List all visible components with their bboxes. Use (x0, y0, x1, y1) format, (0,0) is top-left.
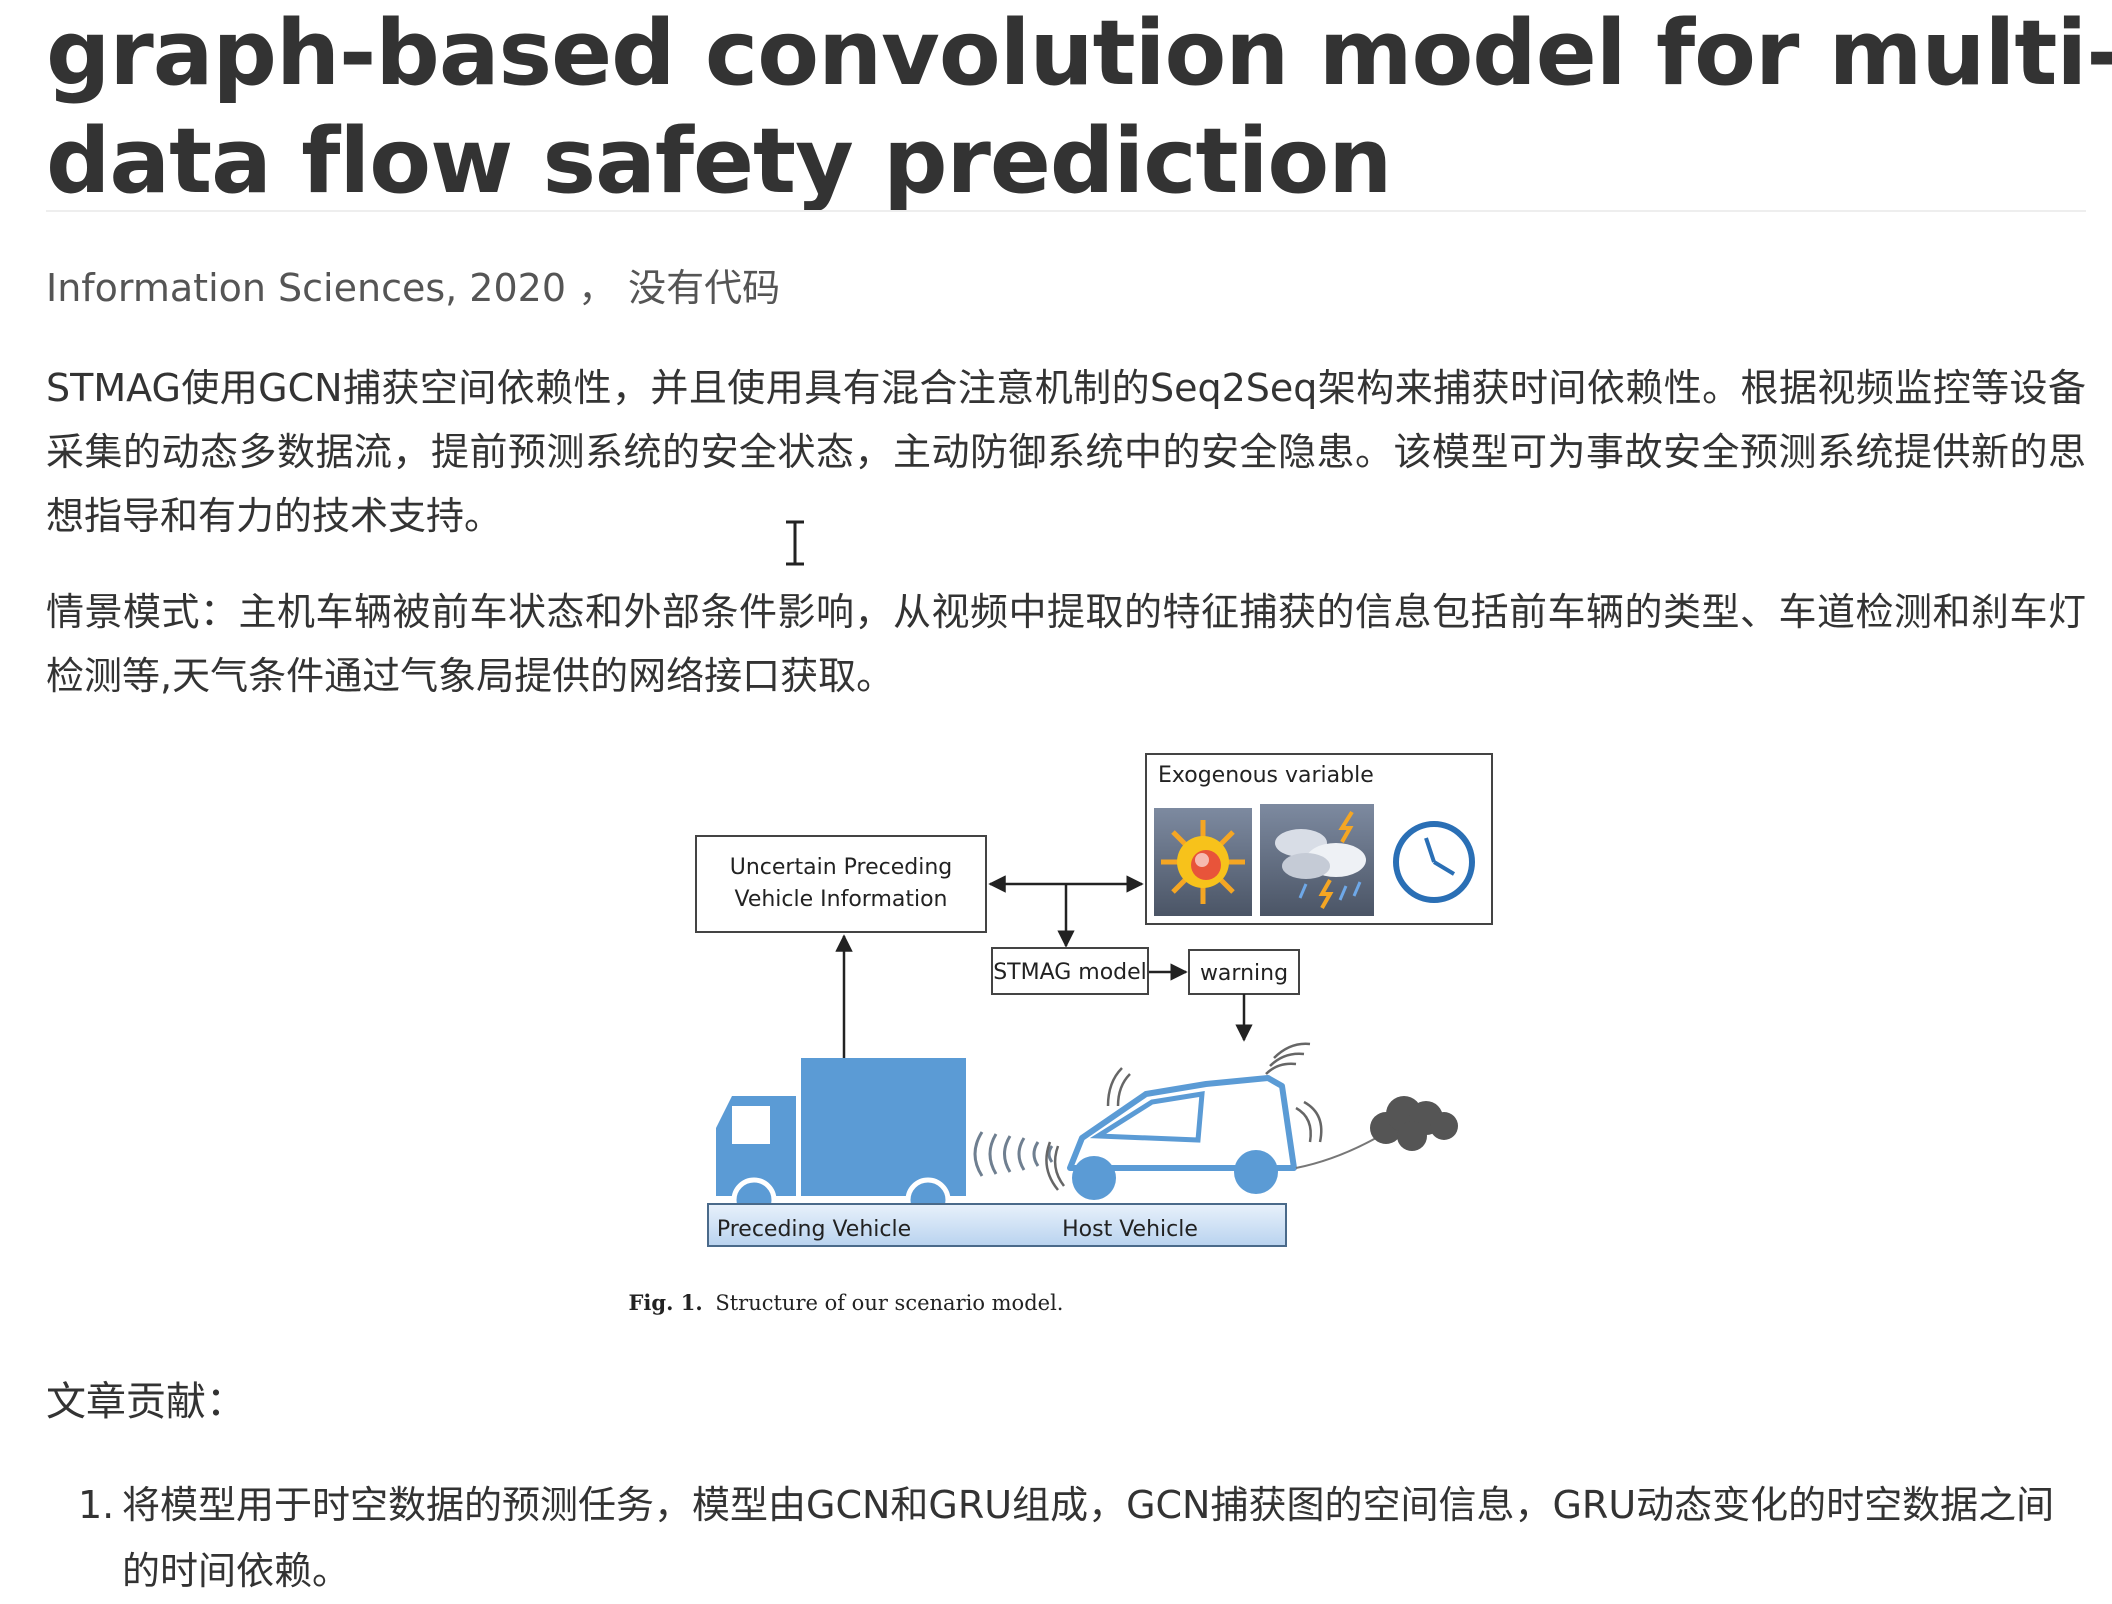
sunny-weather-icon (1154, 808, 1252, 916)
uncertain-info-line1: Uncertain Preceding (730, 855, 952, 880)
title-line-2: data flow safety prediction (46, 109, 1392, 214)
storm-weather-icon (1260, 804, 1374, 916)
preceding-vehicle-label: Preceding Vehicle (717, 1217, 911, 1242)
uncertain-info-line2: Vehicle Information (734, 887, 947, 912)
uncertain-info-box (695, 835, 987, 933)
scenario-figure: Uncertain Preceding Vehicle Information … (646, 748, 1546, 1328)
exogenous-label: Exogenous variable (1158, 763, 1374, 788)
radar-waves-icon (973, 1131, 1054, 1177)
clock-icon (1393, 821, 1475, 903)
scenario-diagram: Uncertain Preceding Vehicle Information … (695, 753, 1493, 1247)
host-vehicle-label: Host Vehicle (1062, 1217, 1198, 1242)
caption-text: Structure of our scenario model. (715, 1291, 1064, 1315)
warning-label: warning (1200, 961, 1288, 986)
title-divider (46, 210, 2086, 212)
exhaust-smoke-icon (1370, 1096, 1458, 1151)
road-bar (707, 1203, 1287, 1247)
article-title: graph-based convolution model for multi-… (46, 0, 2112, 216)
stmag-model-box (991, 947, 1149, 995)
preceding-truck-icon (716, 1058, 966, 1223)
host-car-icon (1045, 1042, 1377, 1200)
scenario-paragraph: 情景模式：主机车辆被前车状态和外部条件影响，从视频中提取的特征捕获的信息包括前车… (46, 590, 2086, 698)
list-item-text: 将模型用于时空数据的预测任务，模型由GCN和GRU组成，GCN捕获图的空间信息，… (122, 1483, 2055, 1593)
title-line-1: graph-based convolution model for multi- (46, 1, 2112, 106)
contributions-list: 1. 将模型用于时空数据的预测任务，模型由GCN和GRU组成，GCN捕获图的空间… (78, 1472, 2078, 1604)
caption-label: Fig. 1. (628, 1290, 703, 1315)
figure-caption: Fig. 1. Structure of our scenario model. (346, 1290, 1346, 1315)
stmag-model-label: STMAG model (993, 960, 1147, 985)
list-item-number: 1. (78, 1483, 115, 1527)
warning-box (1188, 949, 1300, 995)
publication-meta: Information Sciences, 2020 ， 没有代码 (46, 266, 781, 310)
contributions-heading: 文章贡献： (46, 1379, 246, 1425)
list-item: 1. 将模型用于时空数据的预测任务，模型由GCN和GRU组成，GCN捕获图的空间… (78, 1472, 2078, 1604)
text-cursor-icon (786, 520, 804, 566)
summary-paragraph: STMAG使用GCN捕获空间依赖性，并且使用具有混合注意机制的Seq2Seq架构… (46, 366, 2086, 538)
